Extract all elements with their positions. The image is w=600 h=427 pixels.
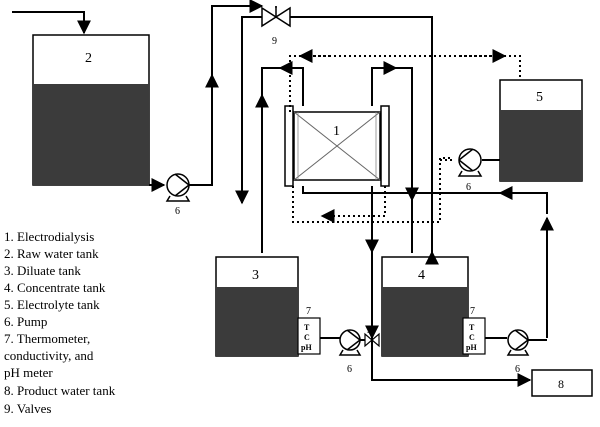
legend-item: 9. Valves — [4, 401, 51, 416]
electrolyte-pump-icon — [457, 148, 483, 177]
mid-valve-label: 9 — [367, 325, 372, 336]
raw-water-tank-label: 2 — [85, 51, 92, 66]
meter-t-label-2: T — [469, 323, 475, 332]
legend-item: 6. Pump — [4, 314, 47, 329]
raw-water-tank: 2 — [32, 34, 150, 186]
electrodialysis-stack: 1 — [284, 105, 390, 187]
mid-valve-icon — [364, 332, 380, 348]
electrolyte-pump-label: 6 — [466, 182, 471, 193]
valve-to-concentrate-line — [290, 16, 433, 258]
diluate-pump-icon — [338, 329, 362, 356]
feed-to-valve-line — [189, 0, 264, 186]
legend: 1. Electrodialysis 2. Raw water tank 3. … — [4, 229, 116, 416]
diluate-tank-label: 3 — [252, 268, 259, 283]
meter-ph-label: pH — [301, 343, 312, 352]
legend-item: 8. Product water tank — [4, 383, 116, 398]
meter-c-label-2: C — [469, 333, 475, 342]
legend-item: 4. Concentrate tank — [4, 280, 106, 295]
electrolyte-tank: 5 — [499, 79, 583, 182]
meter-c-label: C — [304, 333, 310, 342]
top-valve-icon — [261, 6, 291, 28]
concentrate-tank-label: 4 — [418, 268, 425, 283]
electrolyte-bottom-arrow — [320, 186, 386, 223]
meter-t-label: T — [304, 323, 310, 332]
concentrate-pump-icon — [506, 329, 530, 356]
legend-item: 1. Electrodialysis — [4, 229, 94, 244]
product-tank-label: 8 — [558, 377, 564, 391]
electrolyte-bottom-loop — [292, 157, 452, 223]
legend-item: pH meter — [4, 365, 53, 380]
electrolyte-top-loop — [289, 55, 521, 112]
raw-water-pump-icon — [165, 173, 191, 202]
concentrate-tank: 4 — [381, 256, 469, 357]
legend-item: conductivity, and — [4, 348, 94, 363]
top-valve-label: 9 — [272, 36, 277, 47]
product-water-tank: 8 — [531, 369, 593, 397]
concentrate-pump-label: 6 — [515, 364, 520, 375]
diluate-tank: 3 — [215, 256, 299, 357]
meter-ph-label-2: pH — [466, 343, 477, 352]
diluate-pump-label: 6 — [347, 364, 352, 375]
raw-water-pump-label: 6 — [175, 206, 180, 217]
raw-water-inlet-line — [12, 11, 91, 35]
legend-item: 2. Raw water tank — [4, 246, 99, 261]
legend-item: 5. Electrolyte tank — [4, 297, 100, 312]
legend-item: 7. Thermometer, — [4, 331, 90, 346]
diluate-meter: T C pH — [297, 317, 321, 355]
electrolyte-pump-feed — [439, 159, 454, 190]
legend-item: 3. Diluate tank — [4, 263, 81, 278]
diluate-meter-label: 7 — [306, 306, 311, 317]
ed-stack-label: 1 — [333, 124, 340, 139]
ed-outlet-line — [302, 186, 548, 214]
valve-to-diluate-line — [235, 16, 262, 205]
concentrate-meter: T C pH — [462, 317, 486, 355]
electrolyte-tank-label: 5 — [536, 90, 543, 105]
concentrate-meter-label: 7 — [470, 306, 475, 317]
